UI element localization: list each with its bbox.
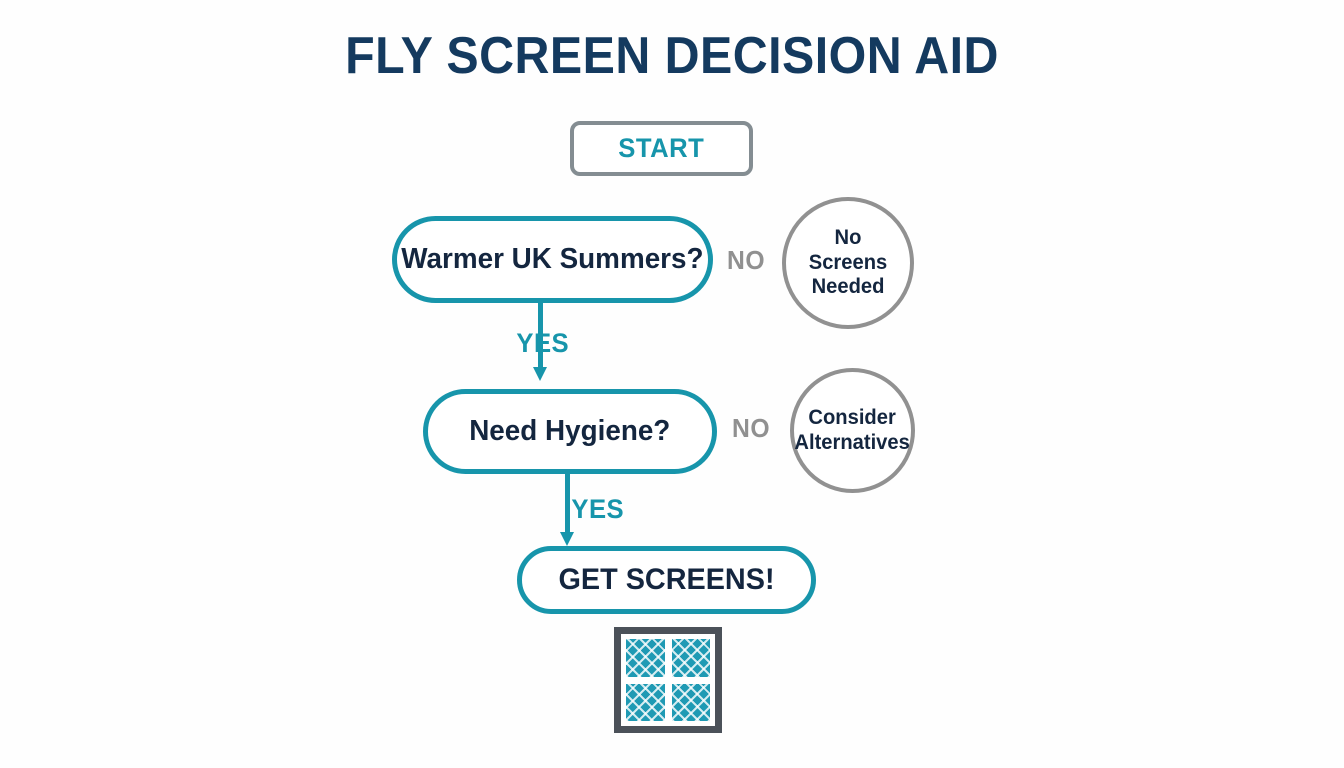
window-pane-bottom-left (626, 683, 665, 721)
arrow-head-icon (533, 367, 547, 381)
start-node[interactable]: START (570, 121, 753, 176)
outcome-circle-label: No Screens Needed (788, 226, 907, 300)
outcome-circle-no-screens-needed[interactable]: No Screens Needed (782, 197, 914, 329)
page-title: FLY SCREEN DECISION AID (345, 27, 999, 85)
decision-node-warmer-uk-summers[interactable]: Warmer UK Summers? (392, 216, 713, 303)
outcome-circle-label: Consider Alternatives (789, 406, 916, 456)
start-node-label: START (618, 133, 705, 163)
decision-node-label: Warmer UK Summers? (401, 243, 704, 275)
branch-label-no-2: NO (732, 413, 770, 443)
window-icon-inner (621, 634, 715, 726)
decision-node-need-hygiene[interactable]: Need Hygiene? (423, 389, 717, 474)
window-pane-top-left (626, 639, 665, 677)
branch-label-yes-2: YES (571, 494, 625, 524)
connector-line (538, 303, 543, 369)
decision-node-label: Need Hygiene? (469, 415, 671, 447)
fly-screen-window-icon (614, 627, 722, 733)
outcome-line-2: Needed (811, 275, 885, 299)
arrow-head-icon (560, 532, 574, 546)
terminal-node-label: GET SCREENS! (558, 563, 775, 596)
window-pane-bottom-right (671, 683, 710, 721)
connector-line (565, 474, 570, 534)
outcome-line-1: No Screens (808, 225, 888, 274)
outcome-circle-consider-alternatives[interactable]: Consider Alternatives (790, 368, 915, 493)
branch-label-yes-1: YES (516, 328, 570, 358)
terminal-node-get-screens[interactable]: GET SCREENS! (517, 546, 816, 614)
outcome-line-1: Consider (808, 405, 897, 429)
window-pane-top-right (671, 639, 710, 677)
branch-label-no-1: NO (727, 245, 765, 275)
outcome-line-2: Alternatives (794, 430, 911, 454)
